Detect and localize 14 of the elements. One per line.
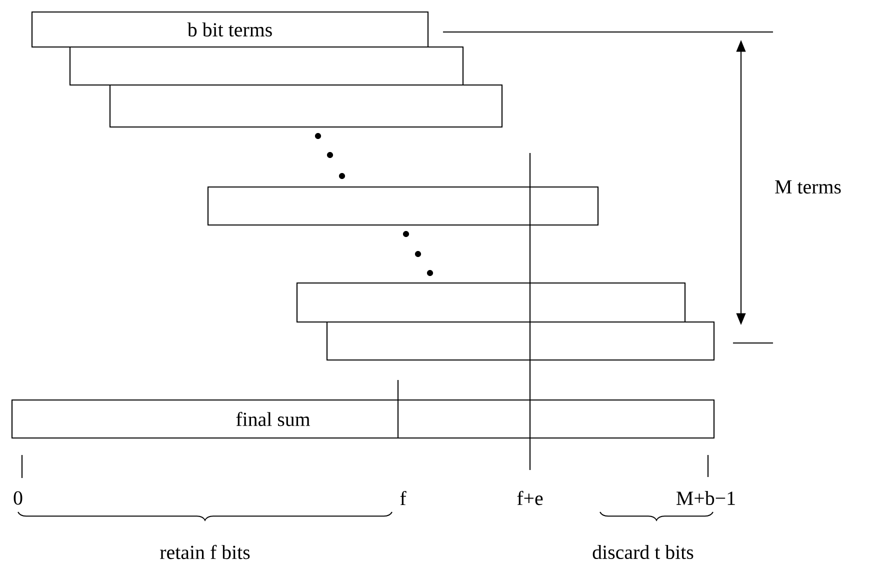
axis-label: retain f bits	[160, 544, 250, 560]
axis-label: 0	[14, 491, 22, 505]
term-box	[296, 282, 686, 323]
axis-label: M+b−1	[676, 491, 735, 506]
axis-label: discard t bits	[592, 545, 694, 560]
term-box	[109, 84, 503, 128]
axis-label: f+e	[517, 490, 543, 506]
axis-label: M terms	[775, 180, 841, 194]
term-box: final sum	[11, 399, 715, 439]
term-box	[326, 321, 715, 361]
term-box	[207, 186, 599, 226]
term-box	[69, 46, 464, 86]
term-box: b bit terms	[31, 11, 429, 48]
axis-label: f	[400, 491, 406, 506]
